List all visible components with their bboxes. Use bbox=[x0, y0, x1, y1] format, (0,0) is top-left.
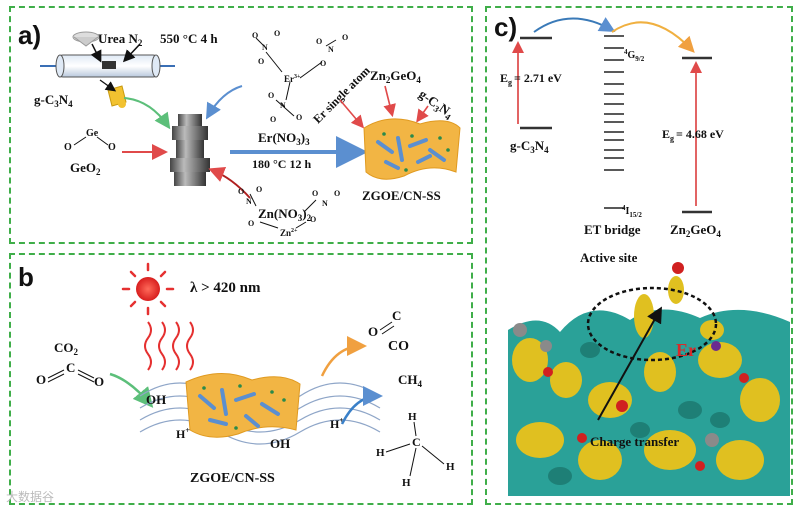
urea-label: Urea N2 bbox=[98, 31, 143, 48]
panel-b bbox=[9, 253, 473, 505]
zgo-label: Zn2GeO4 bbox=[370, 68, 421, 85]
calcination-condition: 550 °C 4 h bbox=[160, 31, 218, 46]
er-nitrate-label: Er(NO3)3 bbox=[258, 130, 310, 147]
gcn-label: g-C3N4 bbox=[34, 92, 73, 109]
et-bridge-label: ET bridge bbox=[584, 222, 641, 237]
svg-text:O: O bbox=[334, 189, 340, 198]
active-site-label: Active site bbox=[580, 250, 638, 265]
svg-text:O: O bbox=[312, 189, 318, 198]
zn-nitrate-label: Zn(NO3)2 bbox=[258, 206, 312, 223]
ch4-structure: H C H H H bbox=[376, 411, 455, 489]
co2-label: CO2 bbox=[54, 340, 79, 357]
svg-text:C: C bbox=[66, 360, 75, 375]
er-single-atom-label: Er single atom bbox=[310, 64, 373, 127]
svg-text:C: C bbox=[392, 308, 401, 323]
er-energy-ladder bbox=[604, 35, 624, 209]
hydrothermal-condition: 180 °C 12 h bbox=[252, 157, 311, 171]
svg-text:N: N bbox=[246, 197, 252, 206]
zn2-ion: Zn2+ bbox=[280, 228, 298, 238]
svg-text:N: N bbox=[322, 199, 328, 208]
svg-text:H: H bbox=[376, 447, 385, 459]
charge-transfer-label: Charge transfer bbox=[590, 434, 679, 449]
svg-text:N: N bbox=[280, 101, 286, 110]
svg-text:O: O bbox=[268, 91, 274, 100]
panel-c-label: c) bbox=[494, 12, 518, 42]
svg-text:O: O bbox=[274, 29, 280, 38]
er-site-label: Er bbox=[676, 340, 696, 360]
hplus-label-1: H+ bbox=[176, 426, 190, 441]
svg-text:H: H bbox=[446, 461, 455, 473]
svg-text:O: O bbox=[238, 187, 244, 196]
ge-atom: Ge bbox=[86, 128, 99, 139]
tube-furnace bbox=[40, 31, 175, 78]
wavelength-label: λ > 420 nm bbox=[190, 280, 261, 296]
svg-text:O: O bbox=[108, 142, 116, 153]
svg-text:O: O bbox=[320, 59, 326, 68]
svg-text:O: O bbox=[368, 324, 378, 339]
geo2-label: GeO2 bbox=[70, 160, 101, 177]
eg-zgo-label: Eg= 4.68 eV bbox=[662, 127, 724, 143]
svg-text:O: O bbox=[296, 113, 302, 122]
ch4-product-label: CH4 bbox=[398, 372, 423, 389]
co-product-label: CO bbox=[388, 339, 409, 354]
svg-text:O: O bbox=[342, 33, 348, 42]
sun-icon bbox=[121, 262, 175, 316]
er3-ion: Er3+ bbox=[284, 74, 301, 84]
svg-text:O: O bbox=[252, 31, 258, 40]
product-sheet-a bbox=[363, 118, 461, 180]
svg-text:C: C bbox=[412, 435, 421, 449]
svg-text:O: O bbox=[94, 374, 104, 389]
gcn-label-c: g-C3N4 bbox=[510, 138, 549, 155]
svg-text:O: O bbox=[248, 219, 254, 228]
svg-text:H: H bbox=[408, 411, 417, 423]
product-label-b: ZGOE/CN-SS bbox=[190, 471, 275, 486]
svg-text:O: O bbox=[310, 215, 316, 224]
svg-text:O: O bbox=[270, 115, 276, 124]
panel-b-label: b bbox=[18, 262, 34, 292]
product-sheet-b bbox=[185, 372, 301, 438]
svg-text:O: O bbox=[316, 37, 322, 46]
g92-level-label: 4G9/2 bbox=[624, 48, 645, 63]
autoclave-icon bbox=[170, 114, 210, 186]
gcn-powder-icon bbox=[107, 85, 127, 108]
er-nitrate-structure bbox=[255, 37, 337, 117]
charge-density-render bbox=[508, 262, 790, 496]
watermark: 大数据谷 bbox=[6, 490, 55, 504]
eg-gcn-label: Eg= 2.71 eV bbox=[500, 71, 562, 87]
svg-text:O: O bbox=[256, 185, 262, 194]
gcn-diag-label: g-C3N4 bbox=[415, 86, 457, 122]
light-rays bbox=[144, 321, 194, 371]
panel-a bbox=[9, 6, 473, 244]
zgo-label-c: Zn2GeO4 bbox=[670, 222, 721, 239]
svg-text:O: O bbox=[258, 57, 264, 66]
panel-c bbox=[485, 6, 793, 505]
oh-label-1: OH bbox=[146, 392, 166, 407]
i152-level-label: 4I15/2 bbox=[622, 204, 642, 219]
hplus-label-2: H+ bbox=[330, 416, 344, 431]
svg-text:N: N bbox=[328, 45, 334, 54]
panel-a-label: a) bbox=[18, 20, 42, 50]
svg-text:N: N bbox=[262, 43, 268, 52]
svg-text:O: O bbox=[64, 142, 72, 153]
svg-text:H: H bbox=[402, 477, 411, 489]
svg-text:O: O bbox=[36, 372, 46, 387]
product-label-a: ZGOE/CN-SS bbox=[362, 188, 441, 203]
oh-label-2: OH bbox=[270, 436, 290, 451]
